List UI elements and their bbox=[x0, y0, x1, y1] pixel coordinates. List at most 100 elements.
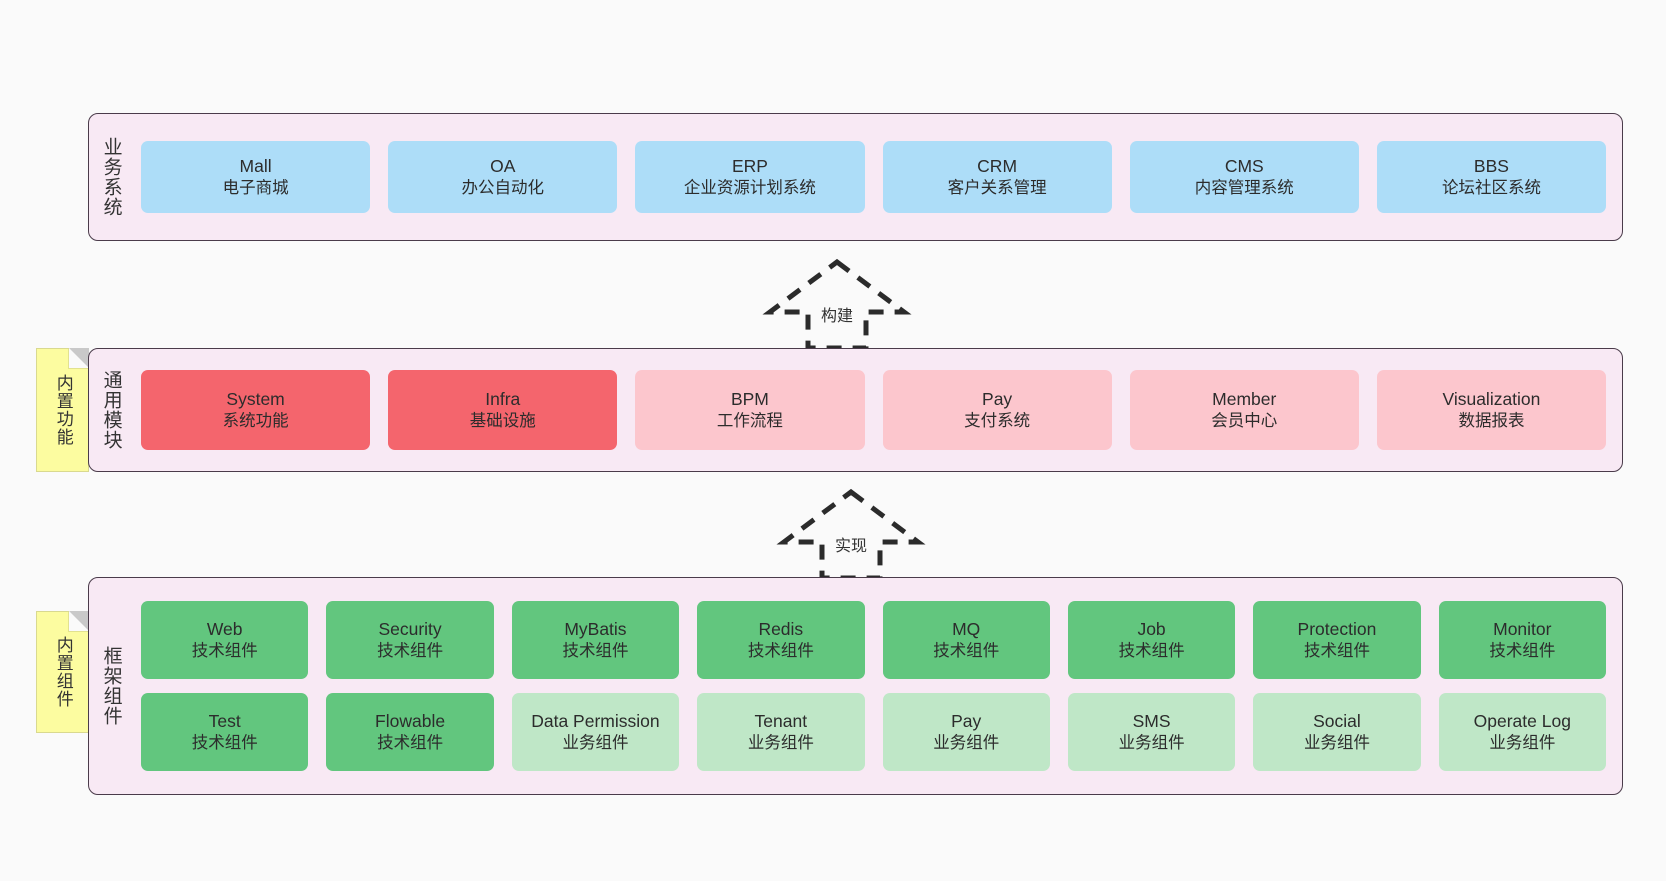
node-cms[interactable]: CMS 内容管理系统 bbox=[1129, 141, 1359, 213]
node-mq-name: MQ bbox=[952, 618, 981, 639]
node-oa[interactable]: OA 办公自动化 bbox=[388, 141, 618, 213]
node-erp[interactable]: ERP 企业资源计划系统 bbox=[635, 141, 865, 213]
node-visualization[interactable]: Visualization 数据报表 bbox=[1376, 370, 1607, 450]
node-social-desc: 业务组件 bbox=[1303, 733, 1370, 752]
node-oa-name: OA bbox=[490, 155, 516, 176]
node-cms-desc: 内容管理系统 bbox=[1194, 178, 1294, 197]
node-redis-desc: 技术组件 bbox=[747, 641, 814, 660]
node-protection-desc: 技术组件 bbox=[1303, 641, 1370, 660]
layer-business-system: 业务系统 Mall 电子商城 OA 办公自动化 ERP 企业资源计划系统 CRM… bbox=[88, 113, 1623, 241]
node-sms-name: SMS bbox=[1132, 710, 1171, 731]
node-protection-name: Protection bbox=[1297, 618, 1377, 639]
node-security-desc: 技术组件 bbox=[377, 641, 444, 660]
node-web-desc: 技术组件 bbox=[191, 641, 258, 660]
node-crm-name: CRM bbox=[977, 155, 1018, 176]
node-mybatis-desc: 技术组件 bbox=[562, 641, 629, 660]
node-mall[interactable]: Mall 电子商城 bbox=[141, 141, 371, 213]
node-visualization-name: Visualization bbox=[1442, 388, 1541, 409]
node-infra[interactable]: Infra 基础设施 bbox=[388, 370, 618, 450]
business-system-row: Mall 电子商城 OA 办公自动化 ERP 企业资源计划系统 CRM 客户关系… bbox=[141, 141, 1607, 213]
node-infra-name: Infra bbox=[485, 388, 521, 409]
node-web-name: Web bbox=[206, 618, 243, 639]
arrow-implement: 实现 bbox=[776, 486, 926, 582]
node-web[interactable]: Web 技术组件 bbox=[141, 601, 309, 679]
node-tenant-name: Tenant bbox=[754, 710, 808, 731]
node-mybatis-name: MyBatis bbox=[564, 618, 627, 639]
node-operate-log-name: Operate Log bbox=[1473, 710, 1571, 731]
node-flowable-name: Flowable bbox=[375, 710, 446, 731]
node-flowable-desc: 技术组件 bbox=[377, 733, 444, 752]
arrow-build: 构建 bbox=[762, 256, 912, 352]
layer-business-system-body: Mall 电子商城 OA 办公自动化 ERP 企业资源计划系统 CRM 客户关系… bbox=[133, 114, 1622, 240]
node-mybatis[interactable]: MyBatis 技术组件 bbox=[511, 601, 680, 679]
node-mq-desc: 技术组件 bbox=[933, 641, 1000, 660]
layer-common-module-body: System 系统功能 Infra 基础设施 BPM 工作流程 Pay 支付系统… bbox=[133, 349, 1622, 471]
node-protection[interactable]: Protection 技术组件 bbox=[1253, 601, 1421, 679]
node-data-permission-name: Data Permission bbox=[531, 710, 660, 731]
layer-common-module: 通用模块 System 系统功能 Infra 基础设施 BPM 工作流程 Pay… bbox=[88, 348, 1623, 472]
node-social-name: Social bbox=[1313, 710, 1361, 731]
node-pay-component-name: Pay bbox=[951, 710, 982, 731]
node-mall-desc: 电子商城 bbox=[222, 178, 289, 197]
node-pay-module[interactable]: Pay 支付系统 bbox=[882, 370, 1112, 450]
node-mq[interactable]: MQ 技术组件 bbox=[882, 601, 1050, 679]
layer-framework-component-body: Web 技术组件 Security 技术组件 MyBatis 技术组件 Redi… bbox=[133, 578, 1622, 794]
node-pay-component-desc: 业务组件 bbox=[933, 733, 1000, 752]
note-builtin-function-label: 内置功能 bbox=[53, 374, 73, 446]
node-sms[interactable]: SMS 业务组件 bbox=[1067, 693, 1236, 771]
node-monitor-name: Monitor bbox=[1493, 618, 1552, 639]
node-test-name: Test bbox=[208, 710, 241, 731]
node-job-desc: 技术组件 bbox=[1118, 641, 1185, 660]
node-sms-desc: 业务组件 bbox=[1118, 733, 1185, 752]
note-builtin-function: 内置功能 bbox=[36, 348, 89, 472]
node-system-desc: 系统功能 bbox=[222, 411, 289, 430]
node-job[interactable]: Job 技术组件 bbox=[1067, 601, 1236, 679]
node-bpm-name: BPM bbox=[730, 388, 769, 409]
node-member[interactable]: Member 会员中心 bbox=[1129, 370, 1359, 450]
node-cms-name: CMS bbox=[1224, 155, 1264, 176]
node-operate-log-desc: 业务组件 bbox=[1489, 733, 1556, 752]
node-test-desc: 技术组件 bbox=[191, 733, 258, 752]
node-oa-desc: 办公自动化 bbox=[461, 178, 545, 197]
note-builtin-component: 内置组件 bbox=[36, 611, 89, 733]
layer-framework-component-title: 框架组件 bbox=[100, 646, 122, 726]
node-security[interactable]: Security 技术组件 bbox=[326, 601, 494, 679]
node-monitor-desc: 技术组件 bbox=[1489, 641, 1556, 660]
node-crm-desc: 客户关系管理 bbox=[947, 178, 1047, 197]
node-pay-module-desc: 支付系统 bbox=[964, 411, 1031, 430]
node-data-permission[interactable]: Data Permission 业务组件 bbox=[511, 693, 680, 771]
node-pay-component[interactable]: Pay 业务组件 bbox=[882, 693, 1050, 771]
note-builtin-component-label: 内置组件 bbox=[53, 636, 73, 708]
node-system-name: System bbox=[226, 388, 285, 409]
node-redis[interactable]: Redis 技术组件 bbox=[697, 601, 865, 679]
node-operate-log[interactable]: Operate Log 业务组件 bbox=[1438, 693, 1606, 771]
node-redis-name: Redis bbox=[758, 618, 804, 639]
node-data-permission-desc: 业务组件 bbox=[562, 733, 629, 752]
node-erp-desc: 企业资源计划系统 bbox=[683, 178, 816, 197]
node-social[interactable]: Social 业务组件 bbox=[1253, 693, 1421, 771]
node-pay-module-name: Pay bbox=[982, 388, 1013, 409]
node-flowable[interactable]: Flowable 技术组件 bbox=[326, 693, 494, 771]
node-member-desc: 会员中心 bbox=[1211, 411, 1278, 430]
node-infra-desc: 基础设施 bbox=[469, 411, 536, 430]
node-bpm-desc: 工作流程 bbox=[716, 411, 783, 430]
node-test[interactable]: Test 技术组件 bbox=[141, 693, 309, 771]
node-tenant[interactable]: Tenant 业务组件 bbox=[697, 693, 865, 771]
node-bbs-name: BBS bbox=[1473, 155, 1509, 176]
node-bbs-desc: 论坛社区系统 bbox=[1441, 178, 1541, 197]
node-member-name: Member bbox=[1212, 388, 1277, 409]
node-system[interactable]: System 系统功能 bbox=[141, 370, 371, 450]
framework-tech-row: Web 技术组件 Security 技术组件 MyBatis 技术组件 Redi… bbox=[141, 601, 1606, 679]
node-security-name: Security bbox=[378, 618, 442, 639]
node-job-name: Job bbox=[1137, 618, 1166, 639]
framework-biz-row: Test 技术组件 Flowable 技术组件 Data Permission … bbox=[141, 693, 1606, 771]
layer-business-system-title: 业务系统 bbox=[100, 137, 122, 217]
node-tenant-desc: 业务组件 bbox=[747, 733, 814, 752]
node-crm[interactable]: CRM 客户关系管理 bbox=[882, 141, 1112, 213]
node-bpm[interactable]: BPM 工作流程 bbox=[635, 370, 865, 450]
node-monitor[interactable]: Monitor 技术组件 bbox=[1438, 601, 1606, 679]
node-bbs[interactable]: BBS 论坛社区系统 bbox=[1376, 141, 1607, 213]
layer-framework-component: 框架组件 Web 技术组件 Security 技术组件 MyBatis 技术组件… bbox=[88, 577, 1623, 795]
node-erp-name: ERP bbox=[731, 155, 768, 176]
node-mall-name: Mall bbox=[239, 155, 272, 176]
